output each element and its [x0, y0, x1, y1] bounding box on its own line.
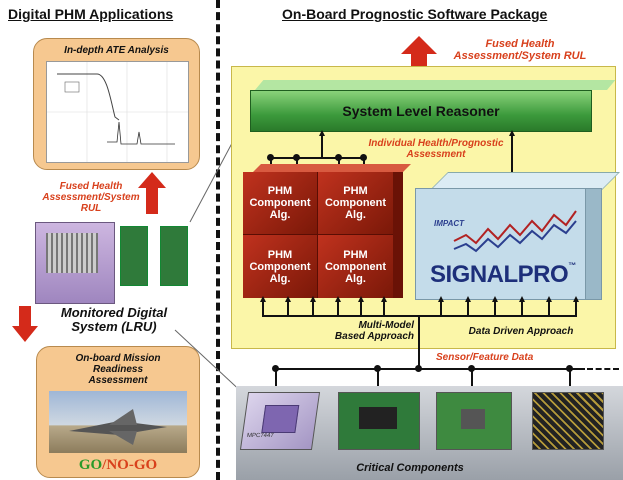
sp-feed-5 — [548, 300, 550, 316]
arrow-up-icon — [310, 296, 316, 302]
right-header: On-Board Prognostic Software Package — [282, 6, 548, 22]
lru-chassis-image — [35, 222, 115, 304]
sp-feed-4 — [521, 300, 523, 316]
phm-feed-6 — [383, 300, 385, 316]
mission-readiness-box: On-board Mission Readiness Assessment GO… — [36, 346, 200, 478]
circuit-card-2-image — [160, 226, 188, 286]
signalpro-logo: SIGNALPRO™ — [430, 261, 576, 288]
processor-chip-image: MPC7447 — [239, 392, 321, 450]
phm-feed-2 — [287, 300, 289, 316]
module-chip — [461, 409, 485, 429]
sp-feed-bus — [440, 315, 577, 317]
node-dot — [415, 365, 422, 372]
sp-feed-6 — [575, 300, 577, 316]
bga-pins-image — [532, 392, 604, 450]
node-dot — [360, 154, 367, 161]
arrow-up-icon — [381, 296, 387, 302]
individual-assessment-label: Individual Health/Prognostic Assessment — [368, 138, 504, 160]
node-dot — [272, 365, 279, 372]
ate-plot-thumbnail — [46, 61, 189, 163]
arrow-up-icon — [492, 296, 498, 302]
reasoner-top-face — [255, 80, 616, 90]
sp-feed-3 — [494, 300, 496, 316]
ate-title: In-depth ATE Analysis — [64, 45, 169, 56]
arrow-up-icon — [260, 296, 266, 302]
bus-drop-1 — [275, 369, 277, 391]
chassis-slots — [46, 233, 98, 273]
bus-drop-2 — [377, 369, 379, 391]
sp-feed-1 — [440, 300, 442, 316]
bus-drop-4 — [569, 369, 571, 391]
pcb-module-image — [436, 392, 512, 450]
arrow-up-icon — [285, 296, 291, 302]
trunk-right-link — [418, 315, 440, 317]
phm-feed-5 — [360, 300, 362, 316]
section-divider — [216, 0, 220, 480]
chip-label: MPC7447 — [246, 433, 275, 439]
signalpro-waveform-icon — [453, 210, 577, 253]
arrow-up-icon — [358, 296, 364, 302]
trunk-left-link — [385, 315, 418, 317]
mission-title: On-board Mission Readiness Assessment — [75, 353, 161, 386]
arrow-up-icon — [573, 296, 579, 302]
sensor-bus-dashed-extension — [587, 368, 619, 370]
jet-aircraft-image — [49, 391, 187, 453]
sensor-trunk-line — [418, 315, 420, 369]
left-header: Digital PHM Applications — [8, 6, 174, 22]
arrow-up-icon — [319, 130, 325, 136]
signalpro-box: IMPACT SIGNALPRO™ — [415, 188, 586, 300]
pcb-chip — [359, 407, 397, 429]
arrow-up-icon — [335, 296, 341, 302]
node-dot — [566, 365, 573, 372]
sp-feed-2 — [467, 300, 469, 316]
red-up-arrow-left-icon — [138, 172, 166, 214]
arrow-up-icon — [546, 296, 552, 302]
go-nogo-label: GO/NO-GO — [78, 457, 158, 473]
bus-drop-3 — [471, 369, 473, 391]
impact-logo-text: IMPACT — [434, 219, 465, 228]
processor-die — [261, 405, 300, 433]
arrow-up-icon — [519, 296, 525, 302]
phm-bus-line — [270, 157, 365, 159]
node-dot — [374, 365, 381, 372]
circuit-card-1-image — [120, 226, 148, 286]
sensor-bus-line — [275, 368, 585, 370]
arrow-up-icon — [438, 296, 444, 302]
phm-block-side-face — [393, 172, 403, 298]
data-driven-label: Data Driven Approach — [468, 326, 574, 337]
node-dot — [468, 365, 475, 372]
sensor-feature-label: Sensor/Feature Data — [436, 352, 534, 363]
signalpro-to-reasoner-line — [511, 132, 513, 188]
phm-feed-3 — [312, 300, 314, 316]
critical-components-label: Critical Components — [356, 462, 464, 474]
jet-icon — [69, 409, 167, 445]
phm-feed-1 — [262, 300, 264, 316]
fused-health-left: Fused Health Assessment/System RUL — [42, 181, 140, 214]
signalpro-side-face — [584, 188, 602, 300]
lru-label: Monitored Digital System (LRU) — [60, 305, 168, 334]
arrow-up-icon — [509, 130, 515, 136]
phm-feed-4 — [337, 300, 339, 316]
red-down-arrow-icon — [12, 306, 38, 342]
node-dot — [293, 154, 300, 161]
pcb-component-image — [338, 392, 420, 450]
multi-model-label: Multi-Model Based Approach — [334, 320, 414, 342]
phm-block-top-face — [253, 164, 411, 172]
node-dot — [335, 154, 342, 161]
arrow-up-icon — [465, 296, 471, 302]
fused-health-top: Fused Health Assessment/System RUL — [453, 38, 587, 62]
node-dot — [267, 154, 274, 161]
red-up-arrow-top-icon — [401, 36, 437, 80]
ate-analysis-box: In-depth ATE Analysis — [33, 38, 200, 170]
ate-plot-icon — [47, 62, 188, 162]
phm-to-reasoner-line — [321, 132, 323, 158]
phm-feed-bus — [262, 315, 385, 317]
system-level-reasoner: System Level Reasoner — [250, 90, 592, 132]
